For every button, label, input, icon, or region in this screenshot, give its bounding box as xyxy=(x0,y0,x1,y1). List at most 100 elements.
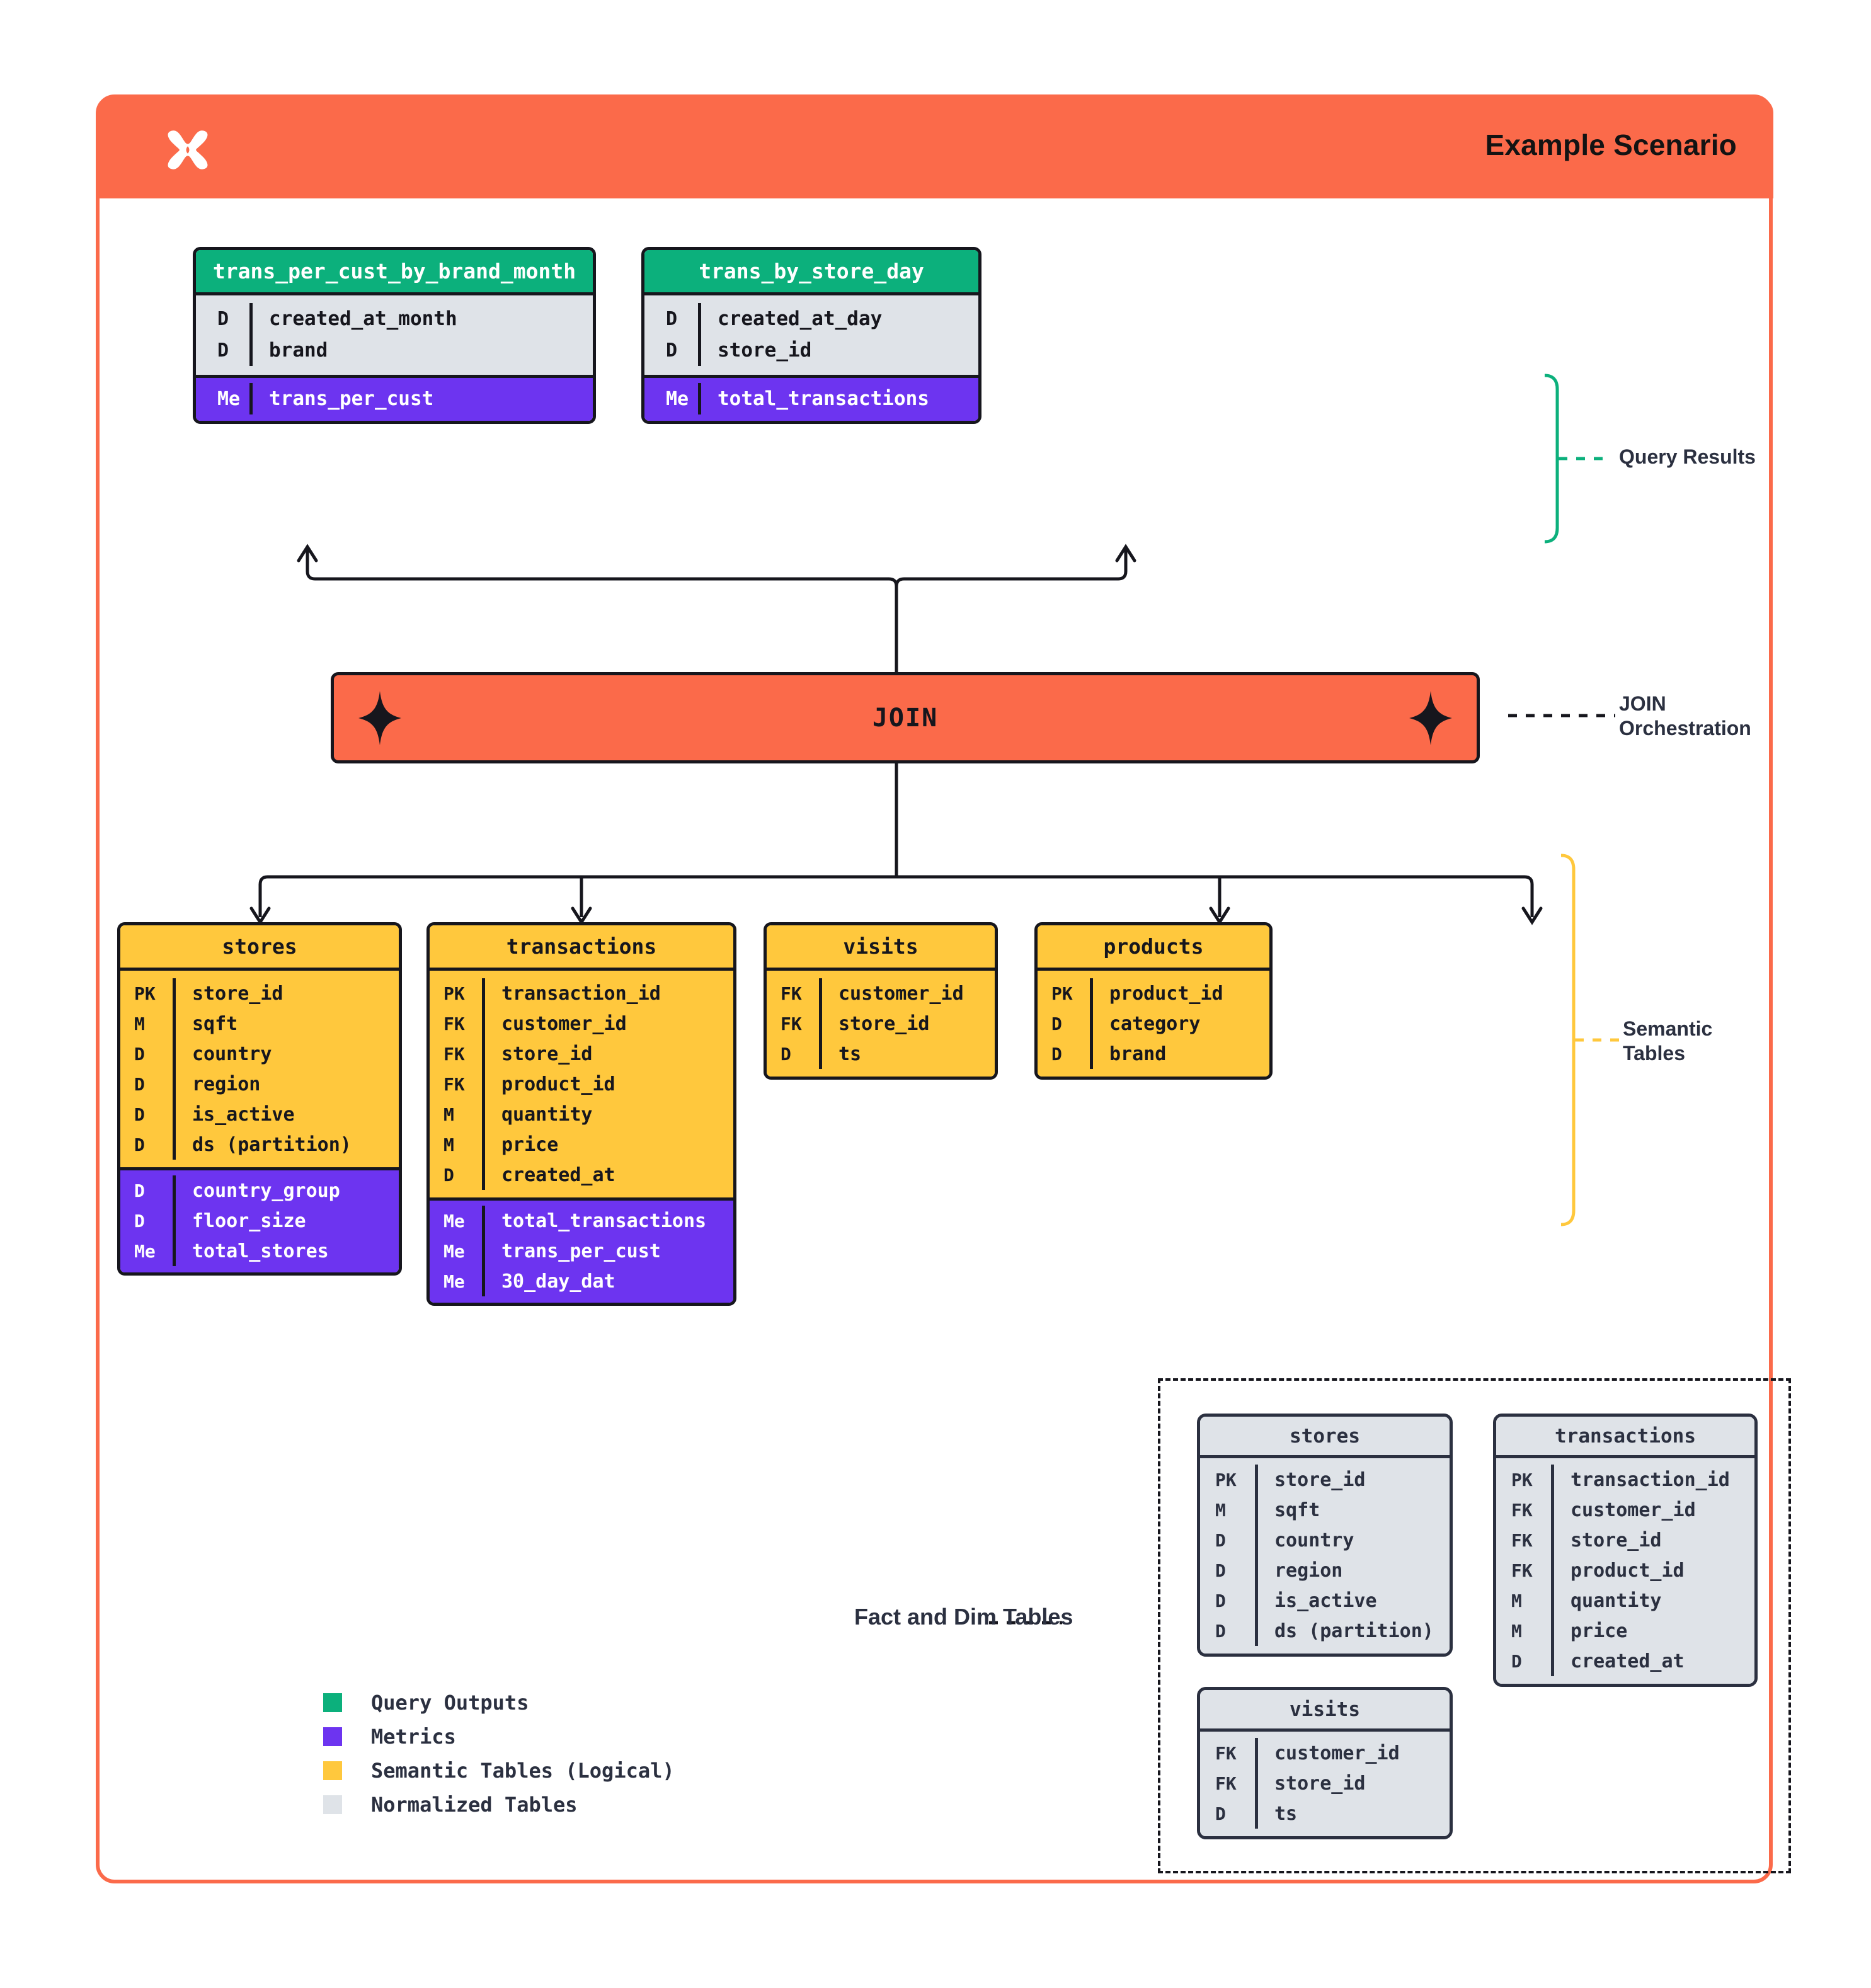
row-key: D xyxy=(120,1099,176,1129)
row-column: country xyxy=(192,1043,272,1065)
table-header: visits xyxy=(1200,1690,1450,1732)
row-key: M xyxy=(1200,1495,1258,1525)
table-header: trans_by_store_day xyxy=(644,250,978,295)
row-key: FK xyxy=(430,1069,485,1099)
legend-label: Semantic Tables (Logical) xyxy=(371,1759,675,1783)
row-key: M xyxy=(430,1099,485,1129)
row-column: customer_id xyxy=(501,1012,627,1035)
row-key: D xyxy=(430,1160,485,1190)
row-column: total_transactions xyxy=(501,1209,707,1232)
query-result-table-trans-by-store-day[interactable]: trans_by_store_day D created_at_day D st… xyxy=(641,247,981,424)
row-key: D xyxy=(1200,1798,1258,1829)
annotation-label-line1: JOIN xyxy=(1619,692,1666,715)
row-column: created_at_day xyxy=(718,307,883,330)
table-metric-group: Me total_transactions xyxy=(644,375,978,421)
table-row: D created_at_day xyxy=(644,303,978,334)
row-key: D xyxy=(1200,1616,1258,1646)
legend-item-metrics: Metrics xyxy=(323,1720,675,1754)
row-column: country_group xyxy=(192,1179,340,1202)
row-key: D xyxy=(767,1039,822,1069)
row-key: Me xyxy=(430,1236,485,1266)
row-column: country xyxy=(1274,1529,1354,1551)
legend-item-semantic-tables: Semantic Tables (Logical) xyxy=(323,1754,675,1788)
row-key: D xyxy=(120,1175,176,1206)
card-header: Example Scenario xyxy=(99,98,1773,198)
row-column: total_transactions xyxy=(718,387,929,410)
row-column: store_id xyxy=(1274,1772,1366,1795)
annotation-fact-and-dim-tables: Fact and Dim Tables xyxy=(854,1604,1073,1630)
row-column: store_id xyxy=(1274,1468,1366,1491)
row-column: total_stores xyxy=(192,1240,329,1262)
row-key: M xyxy=(120,1008,176,1039)
row-column: product_id xyxy=(1571,1559,1685,1582)
row-key: D xyxy=(120,1069,176,1099)
row-key: PK xyxy=(1038,978,1093,1008)
row-key: Me xyxy=(644,383,701,414)
page-title: Example Scenario xyxy=(1485,129,1737,161)
row-key: D xyxy=(644,334,701,366)
row-key: FK xyxy=(430,1039,485,1069)
table-dimension-group: D created_at_month D brand xyxy=(196,295,593,375)
query-result-table-trans-per-cust-by-brand-month[interactable]: trans_per_cust_by_brand_month D created_… xyxy=(193,247,596,424)
row-column: region xyxy=(1274,1559,1343,1582)
legend-item-query-outputs: Query Outputs xyxy=(323,1686,675,1720)
table-metric-group: Me trans_per_cust xyxy=(196,375,593,421)
row-key: Me xyxy=(120,1236,176,1266)
table-header: visits xyxy=(767,925,995,971)
row-key: PK xyxy=(120,978,176,1008)
annotation-join-orchestration: JOIN Orchestration xyxy=(1619,692,1751,741)
row-key: M xyxy=(1496,1616,1554,1646)
table-dimension-group: D created_at_day D store_id xyxy=(644,295,978,375)
legend-item-normalized-tables: Normalized Tables xyxy=(323,1788,675,1822)
row-column: customer_id xyxy=(1274,1742,1400,1764)
row-column: transaction_id xyxy=(501,982,661,1005)
table-row: D store_id xyxy=(644,334,978,366)
row-key: M xyxy=(430,1129,485,1160)
row-column: store_id xyxy=(1571,1529,1662,1551)
row-column: price xyxy=(501,1133,559,1156)
row-key: Me xyxy=(430,1206,485,1236)
row-column: ds (partition) xyxy=(192,1133,352,1156)
legend-label: Metrics xyxy=(371,1725,456,1749)
row-column: price xyxy=(1571,1620,1628,1642)
row-key: FK xyxy=(1496,1525,1554,1555)
table-row: D created_at_month xyxy=(196,303,593,334)
legend-swatch-normalized-tables xyxy=(323,1795,342,1814)
row-column: store_id xyxy=(838,1012,930,1035)
join-orchestration-bar[interactable]: JOIN xyxy=(331,672,1480,763)
row-column: 30_day_dat xyxy=(501,1270,615,1293)
